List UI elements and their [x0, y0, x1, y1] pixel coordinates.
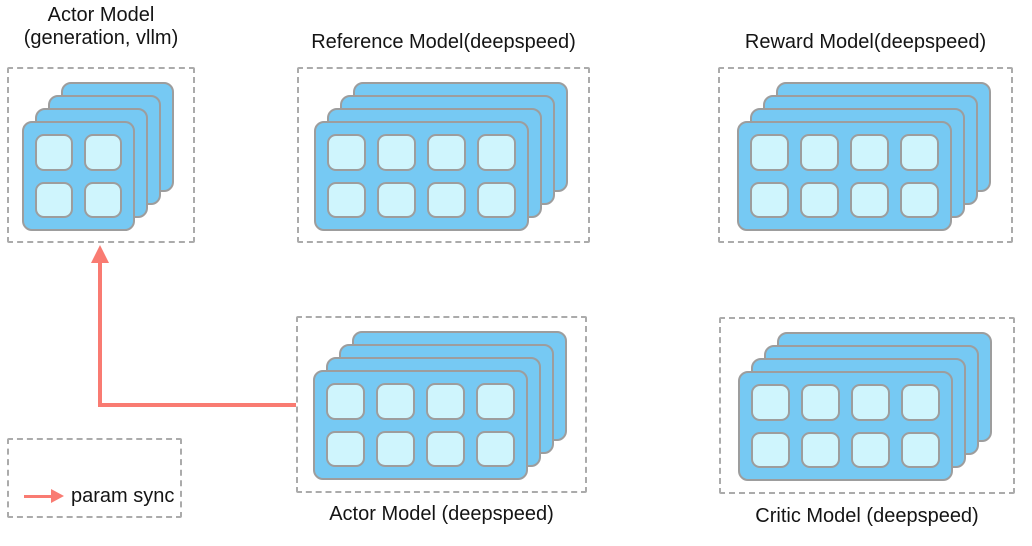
gpu-square [800, 181, 839, 218]
gpu-square [35, 181, 73, 218]
gpu-square [900, 134, 939, 171]
gpu-square [850, 181, 889, 218]
arrowhead-right-icon [51, 489, 64, 503]
gpu-square [376, 383, 415, 420]
gpu-square [377, 181, 416, 218]
title-actor-model-vllm: Actor Model (generation, vllm) [1, 4, 201, 50]
gpu-card-stack-reward [737, 82, 991, 231]
gpu-square [327, 181, 366, 218]
gpu-card-front [314, 121, 529, 231]
gpu-card-stack-critic [738, 332, 992, 481]
gpu-square [326, 430, 365, 467]
gpu-square [800, 134, 839, 171]
group-box-actor-model-vllm [7, 67, 195, 243]
gpu-square [750, 134, 789, 171]
gpu-square [84, 134, 122, 171]
gpu-square [751, 384, 790, 421]
gpu-card-stack-actor-vllm [22, 82, 174, 231]
gpu-square [477, 181, 516, 218]
gpu-square [851, 431, 890, 468]
title-reference-model: Reference Model(deepspeed) [311, 31, 576, 53]
gpu-square [900, 181, 939, 218]
group-box-reference-model [297, 67, 590, 243]
gpu-card-front [738, 371, 953, 481]
gpu-square [476, 383, 515, 420]
gpu-card-stack-actor-deepspeed [313, 331, 567, 480]
gpu-square [377, 134, 416, 171]
gpu-square [327, 134, 366, 171]
gpu-square [326, 383, 365, 420]
gpu-square [426, 383, 465, 420]
title-actor-model-deepspeed: Actor Model (deepspeed) [329, 503, 554, 525]
title-actor-model-vllm-line2: (generation, vllm) [23, 27, 179, 49]
title-reward-model: Reward Model(deepspeed) [744, 31, 987, 53]
gpu-square [376, 430, 415, 467]
gpu-square [751, 431, 790, 468]
param-sync-vertical-line [98, 261, 102, 406]
gpu-square [476, 430, 515, 467]
group-box-reward-model [718, 67, 1013, 243]
gpu-square [427, 134, 466, 171]
group-box-actor-model-deepspeed [296, 316, 587, 493]
gpu-square [901, 431, 940, 468]
gpu-square [477, 134, 516, 171]
gpu-card-front [22, 121, 135, 231]
gpu-square [901, 384, 940, 421]
gpu-square [801, 384, 840, 421]
param-sync-arrow-icon [24, 495, 51, 498]
param-sync-horizontal-line [98, 403, 296, 407]
gpu-card-stack-reference [314, 82, 568, 231]
legend-box: param sync [7, 438, 182, 518]
title-critic-model: Critic Model (deepspeed) [755, 505, 979, 527]
gpu-square [801, 431, 840, 468]
gpu-card-front [313, 370, 528, 480]
gpu-square [850, 134, 889, 171]
gpu-square [35, 134, 73, 171]
gpu-square [427, 181, 466, 218]
gpu-square [426, 430, 465, 467]
gpu-square [750, 181, 789, 218]
title-actor-model-vllm-line1: Actor Model [47, 4, 155, 26]
group-box-critic-model [719, 317, 1015, 494]
gpu-square [851, 384, 890, 421]
legend-label: param sync [71, 485, 175, 507]
gpu-square [84, 181, 122, 218]
gpu-card-front [737, 121, 952, 231]
arrowhead-up-icon [91, 245, 109, 263]
